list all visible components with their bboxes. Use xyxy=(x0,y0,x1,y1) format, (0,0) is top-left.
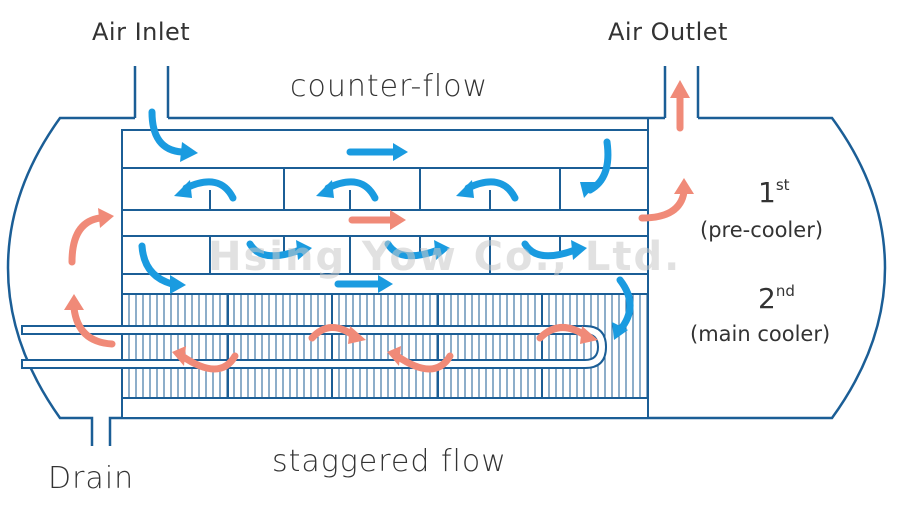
stage2-name: (main cooler) xyxy=(690,322,831,346)
counterflow-passage-row xyxy=(121,167,649,211)
cold-arrowhead xyxy=(296,240,312,260)
watermark: Hsing Yow Co., Ltd. xyxy=(208,234,682,280)
cold-arrowhead xyxy=(612,322,628,340)
warm-arrowhead xyxy=(390,210,406,230)
cold-arrowhead xyxy=(180,142,198,162)
cold-flow-arrow xyxy=(138,242,176,288)
warm-arrowhead xyxy=(580,326,598,344)
counter-flow-label: counter-flow xyxy=(290,69,489,104)
stage2-ordinal: 2nd xyxy=(758,284,795,313)
cold-arrowhead xyxy=(571,240,587,260)
warm-arrowhead xyxy=(172,346,186,366)
cold-arrowhead xyxy=(378,275,393,293)
cold-flow-arrow xyxy=(521,240,579,260)
warm-arrowhead xyxy=(348,326,366,344)
cold-arrowhead xyxy=(393,143,408,161)
warm-flow-arrow xyxy=(68,214,104,266)
cold-arrowhead xyxy=(580,182,598,198)
warm-flow-arrow xyxy=(70,304,116,348)
warm-flow-arrow xyxy=(638,188,688,222)
warm-arrowhead xyxy=(387,346,401,366)
cold-flow-arrow xyxy=(324,178,379,202)
warm-arrowhead xyxy=(674,178,694,194)
exchanger-shell xyxy=(6,66,887,446)
cold-flow-arrow xyxy=(384,240,442,260)
stage1-ordinal: 1st xyxy=(758,178,790,207)
cold-flow-arrow xyxy=(148,108,186,156)
cold-arrowhead xyxy=(456,180,474,198)
stage1-name: (pre-cooler) xyxy=(700,218,824,242)
cold-arrowhead xyxy=(170,275,186,294)
cold-flow-arrow xyxy=(246,240,304,260)
stage1-number: 1 xyxy=(758,176,776,209)
stage2-number: 2 xyxy=(758,282,776,315)
cold-flow-arrow xyxy=(586,138,612,194)
staggered-flow-label: staggered flow xyxy=(272,444,507,479)
warm-flow-arrow xyxy=(393,352,454,373)
warm-flow-arrow xyxy=(178,352,239,373)
stage1-suffix: st xyxy=(775,176,790,194)
warm-arrowhead xyxy=(64,294,84,310)
drain-label: Drain xyxy=(48,461,135,496)
warm-arrowhead xyxy=(670,80,690,98)
cold-arrowhead xyxy=(316,180,334,198)
cold-arrowhead xyxy=(434,240,450,260)
cold-flow-arrow xyxy=(182,178,237,202)
cold-flow-arrow xyxy=(464,178,519,202)
bottom-channel xyxy=(121,397,649,419)
cold-arrowhead xyxy=(174,180,192,198)
air-inlet-label: Air Inlet xyxy=(92,18,191,46)
air-outlet-label: Air Outlet xyxy=(608,18,728,46)
cold-flow-arrow xyxy=(616,276,634,334)
stage2-suffix: nd xyxy=(775,282,795,300)
main-cooler-fins xyxy=(121,293,649,399)
warm-arrowhead xyxy=(98,208,114,228)
